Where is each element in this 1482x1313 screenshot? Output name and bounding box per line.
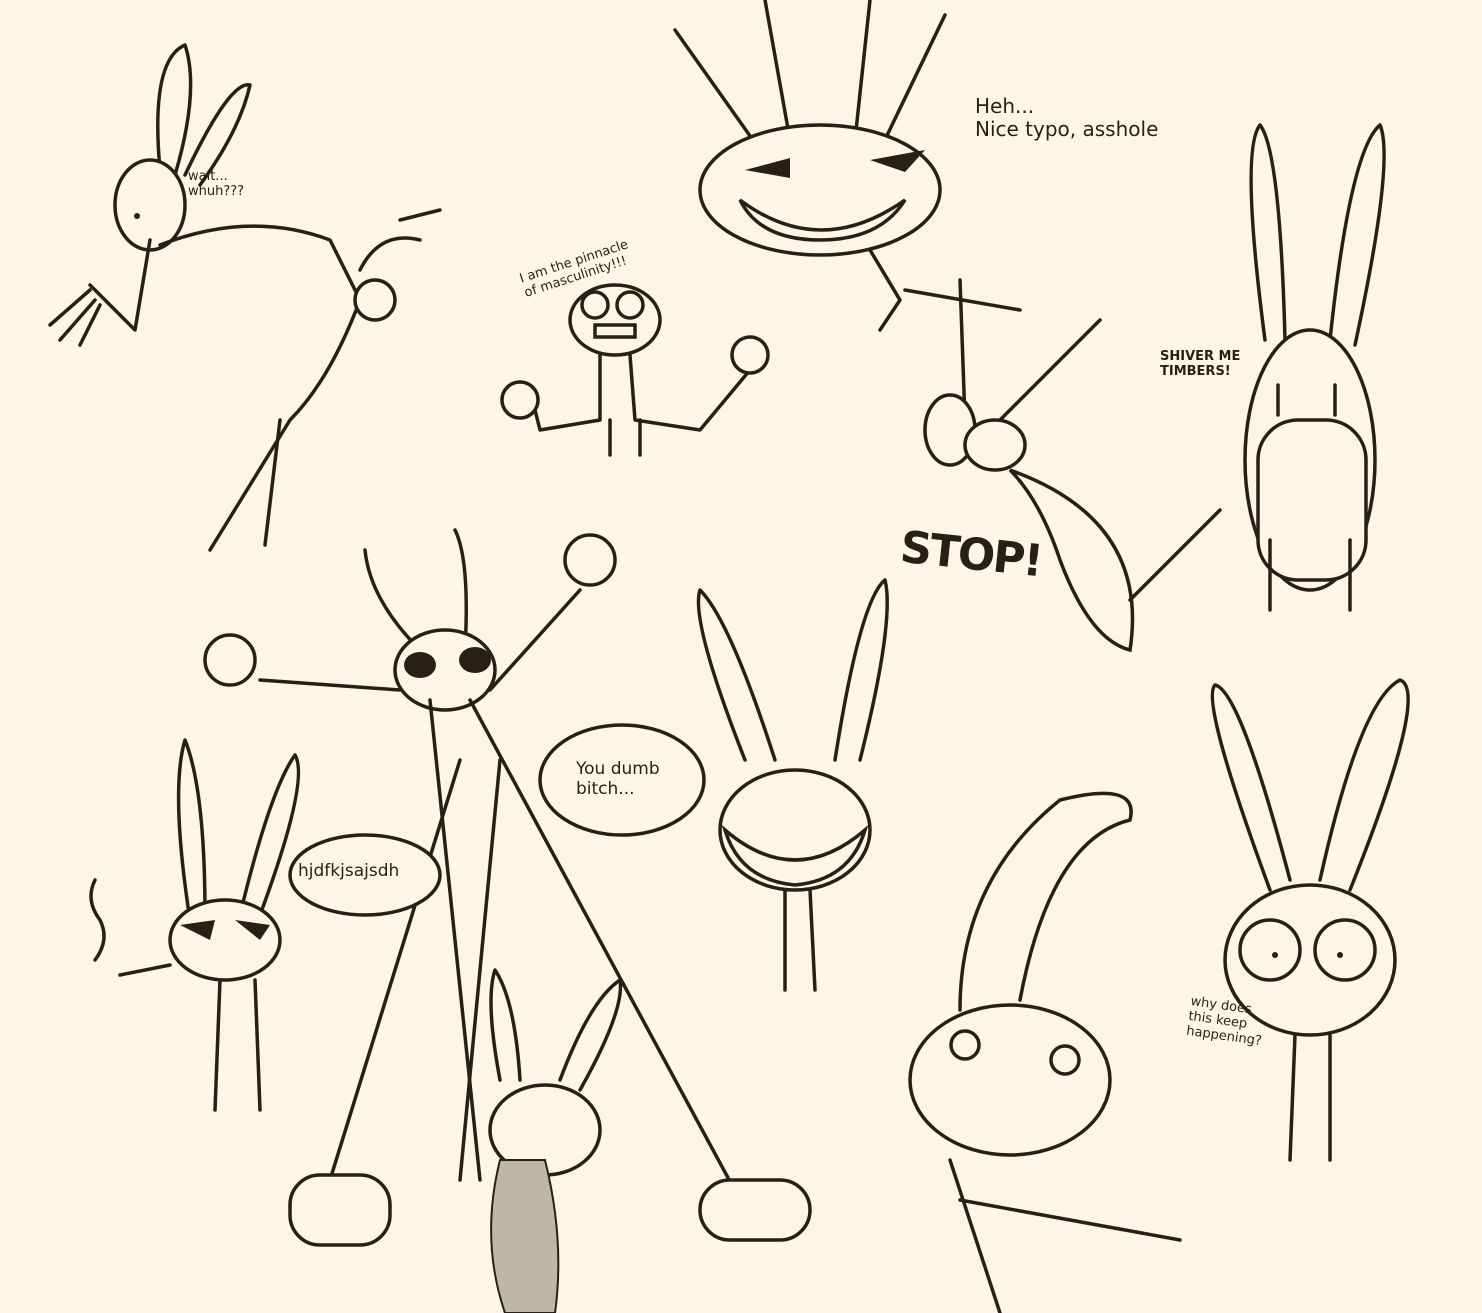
thought-bubble-dumb	[538, 723, 706, 837]
caption-shiver: SHIVER ME TIMBERS!	[1160, 349, 1241, 379]
bunny-smirking-head	[673, 0, 1022, 332]
bunny-shocked-grin	[1243, 123, 1386, 612]
caption-wait: wait... whuh???	[188, 169, 245, 199]
bunny-bent-over	[48, 43, 442, 552]
bunny-dizzy	[908, 791, 1182, 1313]
thought-bubble-gibberish	[288, 833, 442, 917]
caption-heh: Heh... Nice typo, asshole	[975, 94, 1159, 141]
bunny-smoking	[89, 738, 301, 1112]
bunny-grinning	[696, 578, 889, 992]
caption-dumb: You dumb bitch...	[576, 759, 660, 799]
bunny-worried	[1210, 678, 1410, 1162]
caption-gibberish: hjdfkjsajsdh	[298, 861, 400, 881]
bunny-flexing	[500, 283, 770, 457]
bunny-yelling-stop	[923, 278, 1222, 653]
bunny-arms-raised	[203, 528, 812, 1247]
bunny-sad-drooling	[488, 968, 623, 1313]
